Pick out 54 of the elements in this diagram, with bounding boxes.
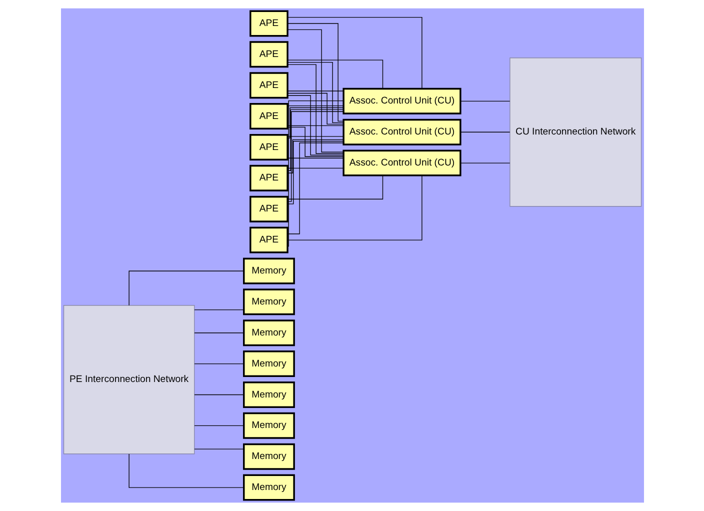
connector (286, 90, 344, 92)
connector (128, 270, 244, 306)
connector (286, 92, 344, 125)
connector (194, 309, 244, 310)
connector (286, 175, 383, 200)
node-box: CU Interconnection Network (509, 58, 642, 207)
node-box: Memory (242, 381, 294, 408)
node-box: Assoc. Control Unit (CU) (342, 88, 461, 114)
node-box: Memory (242, 288, 294, 316)
connector (194, 448, 244, 450)
node-box: Memory (242, 443, 294, 470)
connector (286, 105, 344, 106)
node-box: APE (249, 103, 288, 130)
node-box: PE Interconnection Network (62, 305, 194, 454)
connector (286, 111, 344, 202)
node-box: Memory (242, 320, 294, 346)
connector (286, 142, 344, 234)
connector (286, 140, 344, 204)
connector (286, 125, 344, 126)
connector (286, 60, 383, 89)
node-box: APE (249, 72, 288, 99)
node-box: Memory (242, 350, 294, 378)
connector (128, 454, 244, 488)
connector (286, 64, 344, 154)
connector (286, 29, 344, 152)
node-box: Memory (242, 474, 294, 501)
node-box: Assoc. Control Unit (CU) (342, 150, 461, 176)
connector (286, 139, 344, 174)
connector (286, 100, 344, 247)
node-box: APE (249, 196, 288, 222)
connector (286, 168, 344, 169)
connector (194, 363, 244, 364)
connector (194, 332, 244, 334)
node-box: APE (249, 134, 288, 160)
node-box: APE (249, 164, 288, 192)
connector (286, 62, 344, 124)
connector (460, 100, 510, 102)
connector (286, 16, 422, 90)
node-box: APE (249, 41, 288, 68)
node-box: APE (249, 226, 288, 254)
connector (286, 23, 344, 122)
node-box: Memory (242, 412, 294, 439)
connector (286, 175, 422, 240)
connector (286, 107, 344, 138)
connector (286, 136, 344, 137)
connector (460, 162, 510, 164)
node-box: APE (249, 10, 288, 37)
node-box: Memory (242, 258, 294, 284)
connector (286, 109, 344, 171)
connector (194, 394, 244, 396)
node-box: Assoc. Control Unit (CU) (342, 118, 461, 146)
connector (286, 95, 344, 156)
connector (194, 425, 244, 426)
connector (286, 126, 344, 157)
